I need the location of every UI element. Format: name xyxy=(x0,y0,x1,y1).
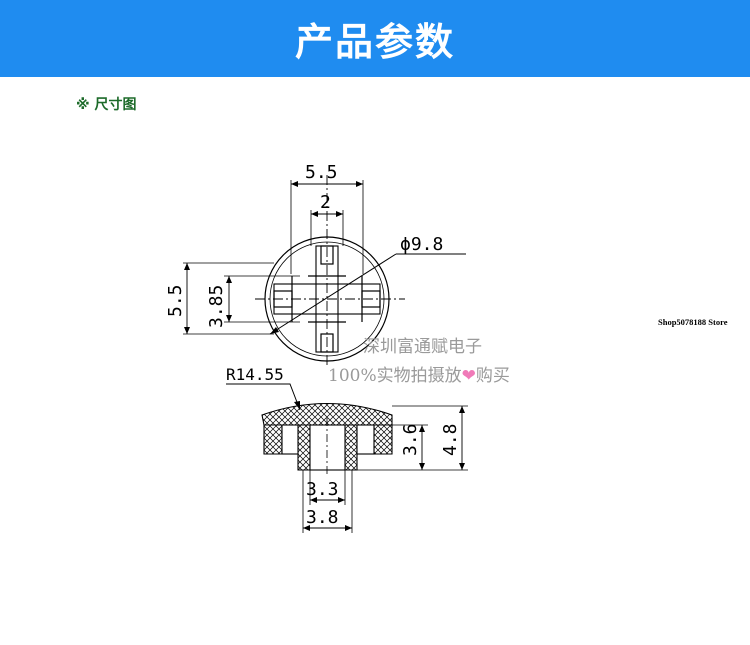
dim-stem-outer: 3.8 xyxy=(306,507,339,528)
dim-inner-width: 2 xyxy=(320,192,331,213)
dim-radius: R14.55 xyxy=(226,365,284,384)
heart-icon: ❤ xyxy=(461,366,476,386)
side-view-arrows xyxy=(294,401,465,531)
dim-top-width: 5.5 xyxy=(305,162,338,183)
watermark-line1: 深圳富通赋电子 xyxy=(363,337,482,357)
dim-total-height: 4.8 xyxy=(440,423,461,456)
watermark-line2-after: 购买 xyxy=(475,366,510,386)
side-view xyxy=(226,383,468,533)
top-view xyxy=(183,175,466,365)
section-label-dimension-drawing: ※ 尺寸图 xyxy=(76,97,137,113)
dim-stem-height: 3.6 xyxy=(400,423,421,456)
dim-stem-inner: 3.3 xyxy=(306,479,339,500)
dim-diameter: ϕ9.8 xyxy=(400,234,443,255)
watermark-line2-before: 100%实物拍摄放 xyxy=(328,366,462,386)
dim-left-height: 5.5 xyxy=(165,284,186,317)
page-title: 产品参数 xyxy=(294,20,455,64)
store-name: Shop5078188 Store xyxy=(658,317,728,327)
watermark-line2: 100%实物拍摄放❤购买 xyxy=(328,361,510,386)
top-view-arrows xyxy=(184,181,363,334)
dim-inner-height: 3.85 xyxy=(206,285,227,328)
header-banner: 产品参数 xyxy=(0,0,750,77)
